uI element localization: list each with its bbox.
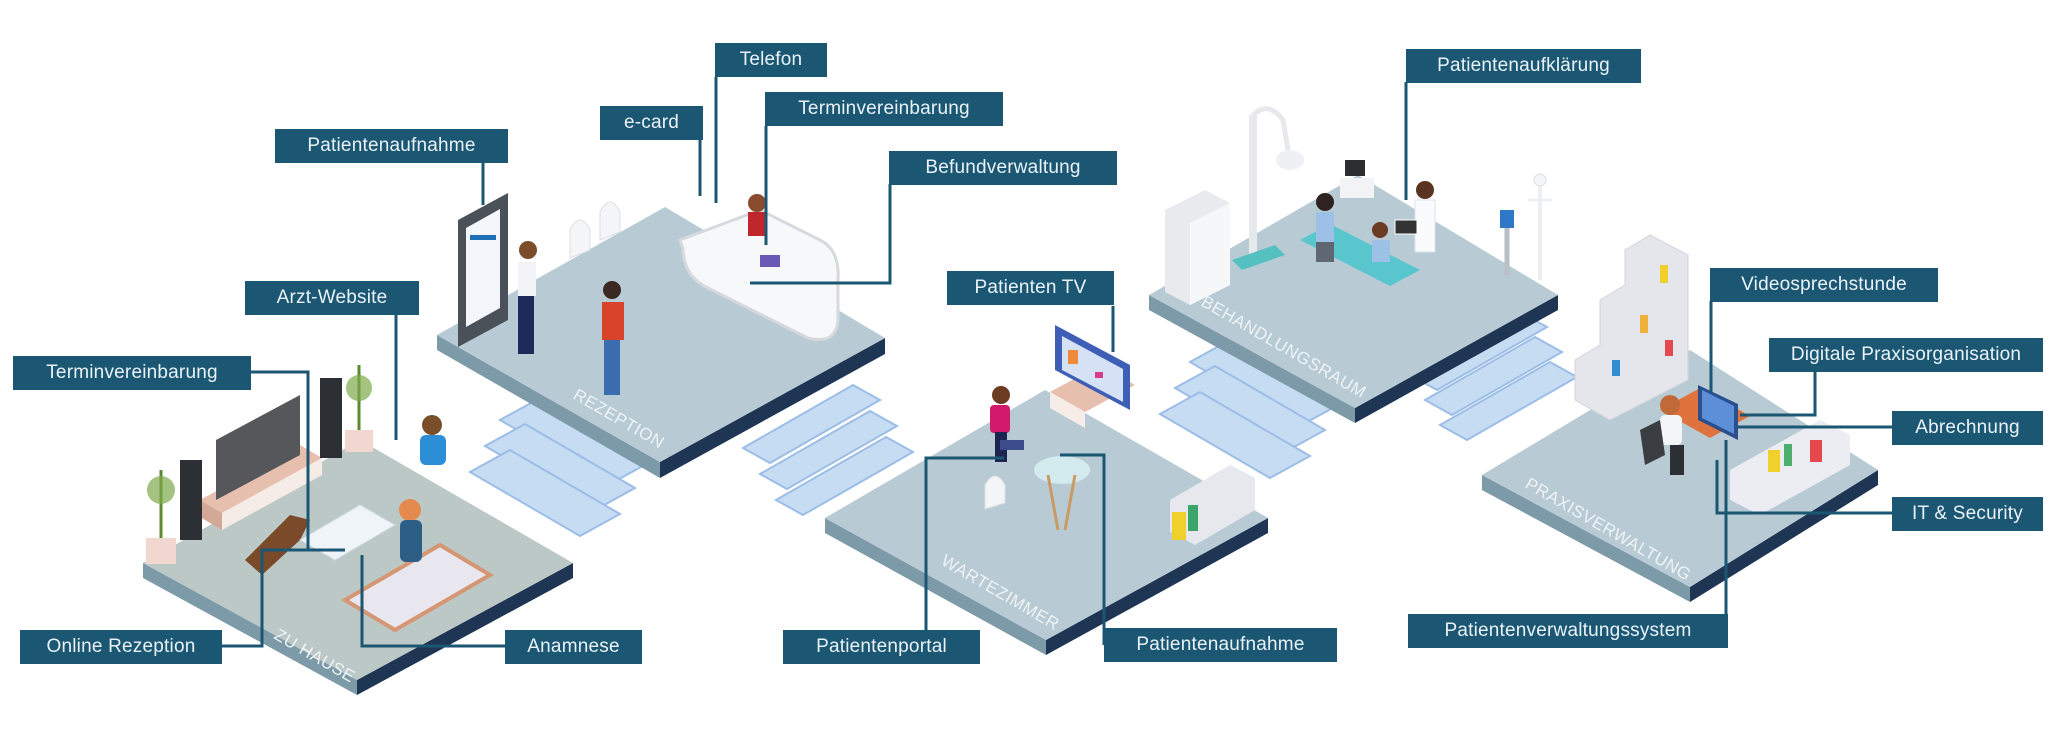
plant-pot-right — [345, 430, 373, 452]
speaker-left — [180, 460, 202, 540]
label-videosprechstunde[interactable]: Videosprechstunde — [1710, 268, 1938, 302]
home-furniture — [146, 365, 494, 633]
label-arzt-website[interactable]: Arzt-Website — [245, 281, 419, 315]
connector-terminvereinbarung-home — [250, 370, 310, 550]
woman-at-laptop — [399, 499, 421, 521]
connector-patientenportal — [924, 456, 1004, 630]
man-at-kiosk — [519, 241, 537, 259]
connector-digitale-praxisorganisation — [1740, 371, 1817, 417]
wartezimmer-furniture — [984, 325, 1255, 545]
speaker-right — [320, 378, 342, 458]
room-behandlungsraum — [1149, 175, 1558, 423]
label-telefon[interactable]: Telefon — [715, 43, 827, 77]
ultrasound-monitor — [1345, 160, 1365, 176]
e-card-terminal — [760, 255, 780, 267]
praxisverwaltung-furniture — [1574, 234, 1850, 515]
label-patientenaufklaerung[interactable]: Patientenaufklärung — [1406, 49, 1641, 83]
connector-it-security — [1715, 460, 1892, 515]
stairs-rezeption-wartezimmer — [740, 383, 916, 517]
waiting-woman — [992, 386, 1010, 404]
connector-online-rezeption — [222, 548, 345, 648]
staircase-shelf — [1574, 234, 1689, 421]
label-terminvereinbarung-rezeption[interactable]: Terminvereinbarung — [765, 92, 1003, 126]
label-patienten-tv[interactable]: Patienten TV — [947, 271, 1114, 305]
tv-sideboard — [200, 445, 322, 513]
man-at-desk — [422, 415, 442, 435]
man-with-phone — [603, 281, 621, 299]
office-chair — [1640, 420, 1665, 465]
skeleton-model — [1528, 173, 1552, 280]
label-patientenaufnahme-rezeption[interactable]: Patientenaufnahme — [275, 129, 508, 163]
room-rezeption — [437, 207, 885, 478]
connector-befundverwaltung — [750, 184, 892, 285]
connector-patientenaufnahme-wartezimmer — [1060, 453, 1106, 645]
label-patientenportal[interactable]: Patientenportal — [783, 630, 980, 664]
waiting-chairs — [569, 201, 621, 259]
tablet — [1000, 440, 1024, 450]
behandlungsraum-furniture — [1165, 106, 1552, 305]
doctor-tablet — [1394, 219, 1418, 235]
doctor — [1416, 181, 1434, 199]
connector-anamnese — [360, 555, 505, 648]
round-table — [1034, 456, 1090, 484]
label-abrechnung[interactable]: Abrechnung — [1892, 411, 2043, 445]
check-in-terminal — [1500, 210, 1514, 228]
reception-desk — [678, 208, 840, 341]
label-anamnese[interactable]: Anamnese — [505, 630, 642, 664]
label-digitale-praxisorganisation[interactable]: Digitale Praxisorganisation — [1769, 338, 2043, 372]
office-worker — [1660, 395, 1680, 415]
rezeption-furniture — [458, 193, 840, 395]
label-patientenverwaltungssystem[interactable]: Patientenverwaltungssystem — [1408, 614, 1728, 648]
connector-lines — [222, 77, 1892, 648]
stairs-home-rezeption — [467, 396, 653, 538]
label-e-card[interactable]: e-card — [600, 106, 703, 140]
room-wartezimmer — [825, 390, 1268, 655]
label-online-rezeption[interactable]: Online Rezeption — [20, 630, 222, 664]
sofa — [341, 542, 494, 633]
patient — [1372, 222, 1388, 238]
plant-pot-left — [146, 538, 176, 564]
label-it-security[interactable]: IT & Security — [1892, 497, 2043, 531]
label-befundverwaltung[interactable]: Befundverwaltung — [889, 151, 1117, 185]
coffee-table — [299, 504, 396, 561]
label-terminvereinbarung-home[interactable]: Terminvereinbarung — [13, 356, 251, 390]
receptionist — [748, 194, 766, 212]
woman-standing — [1316, 193, 1334, 211]
label-patientenaufnahme-wartezimmer[interactable]: Patientenaufnahme — [1104, 628, 1337, 662]
room-zu-hause — [143, 440, 573, 695]
television — [216, 395, 300, 500]
waiting-chair — [984, 475, 1006, 510]
